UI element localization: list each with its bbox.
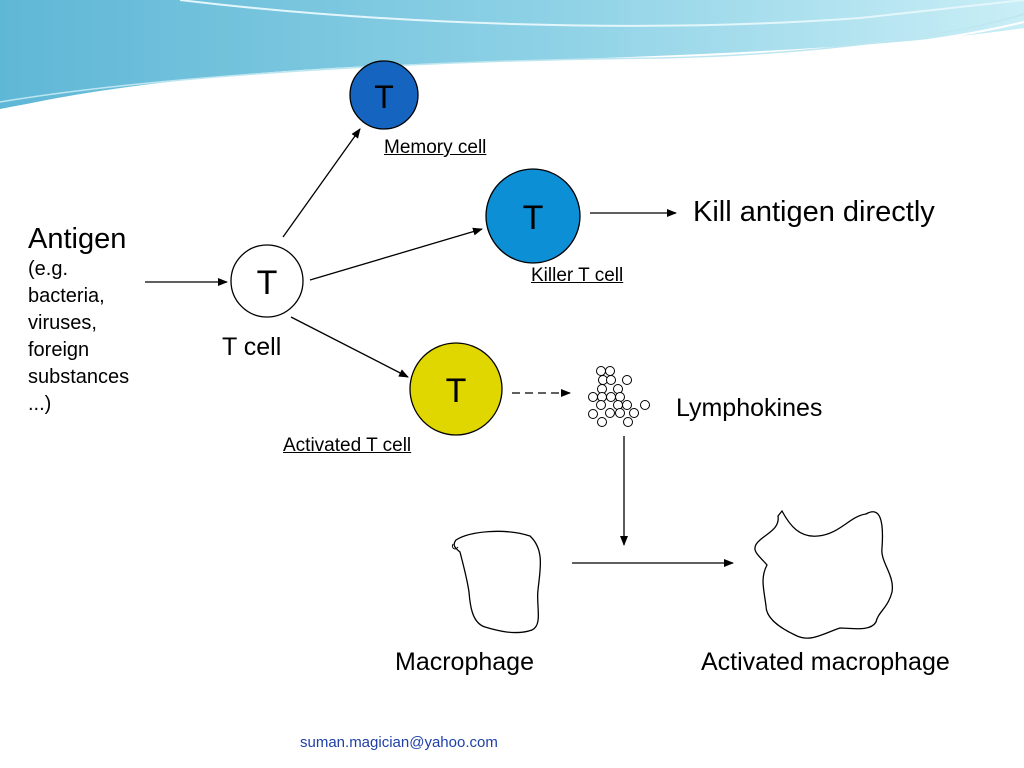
- antigen-line-2: bacteria,: [28, 285, 105, 307]
- arrow-tcell-to-activated: [290, 316, 409, 378]
- memory-cell: T: [349, 60, 419, 130]
- header-decoration: [0, 0, 1024, 111]
- memory-cell-letter: T: [374, 79, 394, 115]
- antigen-line-1: (e.g.: [28, 258, 69, 280]
- activated-cell-label: Activated T cell: [283, 435, 412, 456]
- killer-cell-letter: T: [523, 199, 544, 237]
- kill-antigen-label: Kill antigen directly: [693, 196, 935, 228]
- lymphokines-label: Lymphokines: [676, 394, 823, 422]
- killer-t-cell: T: [485, 168, 581, 264]
- arrow-tcell-to-memory: [282, 128, 361, 238]
- activated-t-cell: T: [409, 342, 503, 436]
- antigen-title: Antigen: [28, 223, 127, 255]
- antigen-line-6: ...): [28, 393, 52, 415]
- t-cell: T: [230, 244, 304, 318]
- activated-macrophage-shape: [754, 509, 893, 639]
- macrophage-label: Macrophage: [395, 648, 534, 676]
- arrow-tcell-to-killer: [309, 227, 483, 281]
- killer-cell-label: Killer T cell: [531, 265, 624, 286]
- activated-macrophage-label: Activated macrophage: [701, 648, 950, 676]
- antigen-line-4: foreign: [28, 339, 90, 361]
- footer-email[interactable]: suman.magician@yahoo.com: [300, 734, 498, 751]
- antigen-block: Antigen (e.g. bacteria, viruses, foreign…: [28, 222, 129, 418]
- t-cell-letter: T: [257, 264, 278, 302]
- macrophage-shape: [453, 530, 542, 634]
- lymphokine-particles: [588, 366, 650, 427]
- antigen-line-5: substances: [28, 366, 130, 388]
- activated-cell-letter: T: [446, 372, 467, 410]
- memory-cell-label: Memory cell: [384, 137, 487, 158]
- t-cell-label: T cell: [222, 333, 282, 361]
- antigen-line-3: viruses,: [28, 312, 97, 334]
